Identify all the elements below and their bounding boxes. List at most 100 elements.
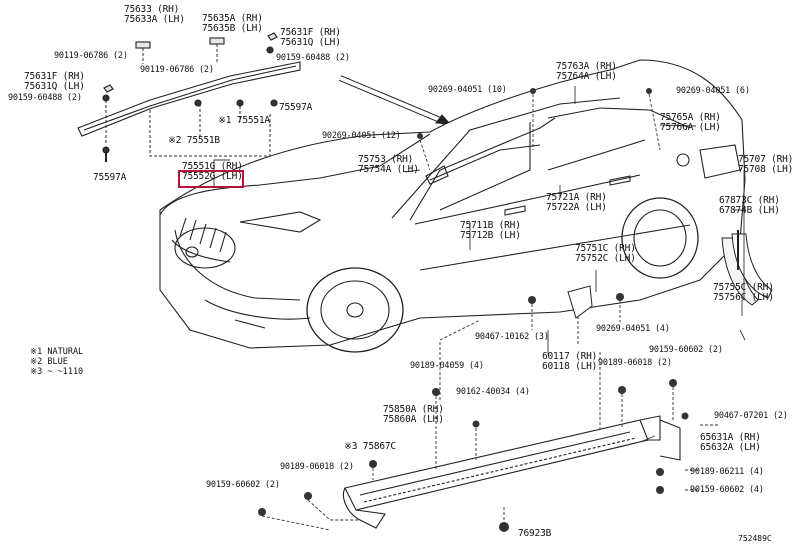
part-number: 90159-60602 (2) [649,345,723,355]
part-number: 75764A (LH) [556,71,617,82]
part-number: 90119-06786 (2) [140,65,214,75]
part-label-75751C: 75751C (RH)75752C (LH) [575,244,636,264]
part-label-75711B: 75711B (RH)75712B (LH) [460,221,521,241]
part-label-90119-b: 90119-06786 (2) [140,66,214,75]
part-number: 75860A (LH) [383,414,444,425]
part-label-90162-40034: 90162-40034 (4) [456,388,530,397]
part-label-60117: 60117 (RH)60118 (LH) [542,352,597,372]
part-number: 75755C (RH) [713,282,774,293]
part-label-90189-04059: 90189-04059 (4) [410,362,484,371]
part-label-90159-60602-top: 90159-60602 (2) [649,346,723,355]
part-label-90269-4: 90269-04051 (4) [596,325,670,334]
part-number: 75754A (LH) [358,164,419,175]
highlight-box [178,170,244,188]
part-number: 90189-06018 (2) [598,358,672,368]
legend: ※1 NATURAL ※2 BLUE ※3 ~ ~1110 [30,347,83,377]
part-number: 75711B (RH) [460,220,521,231]
part-number: 65631A (RH) [700,432,761,443]
part-label-90159-top: 90159-60488 (2) [276,54,350,63]
part-label-65631A: 65631A (RH)65632A (LH) [700,433,761,453]
part-label-75763A: 75763A (RH)75764A (LH) [556,62,617,82]
part-number: 75633 (RH) [124,4,180,15]
legend-item: ※1 NATURAL [30,347,84,357]
part-number: 90269-04051 (12) [322,131,401,141]
part-number: 75763A (RH) [556,61,617,72]
part-number: 75631Q (LH) [280,37,341,48]
part-label-76923B: 76923B [518,529,551,539]
part-label-90269-12: 90269-04051 (12) [322,132,401,141]
diagram-code: 752489C [738,534,772,543]
part-number: 60117 (RH) [542,351,598,362]
part-label-75597A-b: 75597A [93,173,126,183]
part-number: 75552G (LH) [182,171,243,182]
part-label-75551G: 75551G (RH)75552G (LH) [182,162,243,182]
part-label-75707: 75707 (RH)75708 (LH) [738,155,793,175]
part-number: 67873C (RH) [719,195,780,206]
part-number: ※1 75551A [218,115,270,126]
part-number: 75631F (RH) [24,71,85,82]
part-label-90269-6: 90269-04051 (6) [676,87,750,96]
part-number: 90159-60602 (2) [206,480,280,490]
part-number: ※2 75551B [168,135,220,146]
mudguard-part [721,230,773,306]
legend-item: ※2 BLUE [30,357,68,367]
part-label-75631F-left: 75631F (RH)75631Q (LH) [24,72,85,92]
part-label-75633: 75633 (RH)75633A (LH) [124,5,185,25]
part-label-75551B: ※2 75551B [168,136,220,146]
part-number: 75753 (RH) [358,154,414,165]
part-number: 75850A (RH) [383,404,444,415]
part-number: 75765A (RH) [660,112,721,123]
part-number: 76923B [518,528,552,539]
part-number: 90189-06211 (4) [690,467,764,477]
part-label-90189-06018-right: 90189-06018 (2) [598,359,672,368]
part-number: 75635A (RH) [202,13,263,24]
part-number: 75707 (RH) [738,154,794,165]
part-number: ※3 75867C [344,441,396,452]
part-number: 90269-04051 (10) [428,85,507,95]
part-label-67873C: 67873C (RH)67874B (LH) [719,196,780,216]
car-body [159,59,746,353]
part-label-75755C: 75755C (RH)75756C (LH) [713,283,774,303]
part-number: 75631Q (LH) [24,81,85,92]
part-number: 75635B (LH) [202,23,263,34]
part-number: 75721A (RH) [546,192,607,203]
part-label-90189-06018-left: 90189-06018 (2) [280,463,354,472]
part-number: 75712B (LH) [460,230,521,241]
part-label-75597A: 75597A [279,103,312,113]
rocker-panel-part [342,415,681,529]
part-label-90119-a: 90119-06786 (2) [54,52,128,61]
part-number: 90189-06018 (2) [280,462,354,472]
part-label-90467-07201: 90467-07201 (2) [714,412,788,421]
part-label-75551A: ※1 75551A [218,116,270,126]
part-label-75867C: ※3 75867C [344,442,396,452]
part-number: 90159-60488 (2) [276,53,350,63]
part-number: 90189-04059 (4) [410,361,484,371]
part-number: 75708 (LH) [738,164,794,175]
part-number: 90159-60488 (2) [8,93,82,103]
part-number: 75631F (RH) [280,27,341,38]
part-number: 90467-10162 (3) [475,332,549,342]
part-number: 65632A (LH) [700,442,761,453]
part-number: 90119-06786 (2) [54,51,128,61]
part-number: 75756C (LH) [713,292,774,303]
part-number: 75597A [279,102,313,113]
part-label-90189-06211: 90189-06211 (4) [690,468,764,477]
part-label-75753: 75753 (RH)75754A (LH) [358,155,419,175]
part-label-75631F-top: 75631F (RH)75631Q (LH) [280,28,341,48]
part-label-90467-10162: 90467-10162 (3) [475,333,549,342]
part-number: 60118 (LH) [542,361,598,372]
part-label-90159-60602-left: 90159-60602 (2) [206,481,280,490]
part-number: 90162-40034 (4) [456,387,530,397]
part-number: 75597A [93,172,127,183]
part-label-90159-left: 90159-60488 (2) [8,94,82,103]
part-label-75850A: 75850A (RH)75860A (LH) [383,405,444,425]
part-number: 75722A (LH) [546,202,607,213]
legend-item: ※3 ~ ~1110 [30,367,84,377]
part-number: 75551G (RH) [182,161,243,172]
part-label-75765A: 75765A (RH)75766A (LH) [660,113,721,133]
part-number: 67874B (LH) [719,205,780,216]
part-number: 90467-07201 (2) [714,411,788,421]
part-label-90269-10: 90269-04051 (10) [428,86,507,95]
